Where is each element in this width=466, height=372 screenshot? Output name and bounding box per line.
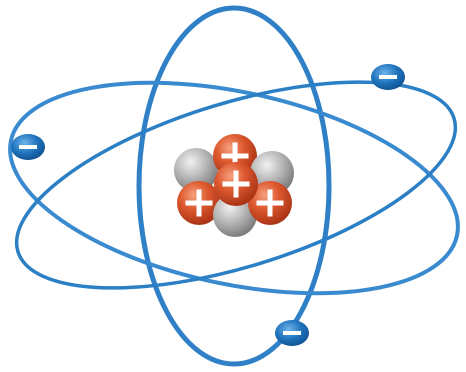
nucleus xyxy=(174,134,294,237)
electron xyxy=(371,64,405,90)
electron xyxy=(11,134,45,160)
proton xyxy=(214,162,258,206)
electron xyxy=(275,320,309,346)
